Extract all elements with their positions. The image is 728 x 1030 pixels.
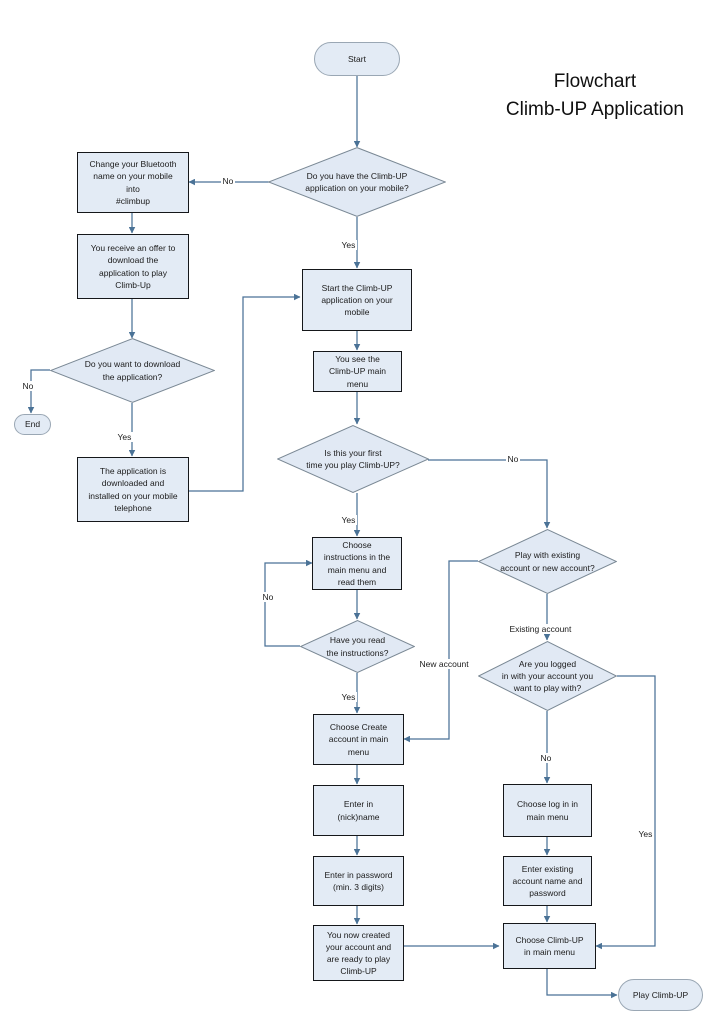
node-change-bluetooth[interactable]: Change your Bluetooth name on your mobil… — [77, 152, 189, 213]
node-choose-login-label: Choose log in in main menu — [517, 799, 578, 822]
node-play-climbup-label: Play Climb-UP — [632, 989, 689, 1000]
edge-label-first-time-yes: Yes — [340, 515, 357, 525]
node-enter-existing[interactable]: Enter existing account name and password — [503, 856, 592, 906]
diamond-outline — [277, 425, 429, 493]
edge-label-first-time-no: No — [506, 454, 520, 464]
node-account-created-label: You now created your account and are rea… — [325, 929, 392, 977]
edge-label-have-app-yes: Yes — [340, 240, 357, 250]
node-enter-password-label: Enter in password (min. 3 digits) — [324, 869, 393, 892]
edge-label-are-logged-yes: Yes — [637, 829, 654, 839]
node-read-instructions[interactable]: Have you read the instructions? — [300, 620, 415, 673]
edge-label-play-existing-existing: Existing account — [508, 624, 573, 634]
node-play-existing-label: Play with existing account or new accoun… — [500, 550, 595, 573]
node-first-time[interactable]: Is this your first time you play Climb-U… — [277, 425, 429, 493]
diamond-outline — [300, 620, 415, 673]
diamond-outline — [478, 529, 617, 594]
node-choose-instructions[interactable]: Choose instructions in the main menu and… — [312, 537, 402, 590]
node-start-app-label: Start the Climb-UP application on your m… — [321, 282, 393, 318]
node-main-menu-label: You see the Climb-UP main menu — [329, 354, 386, 389]
node-have-app[interactable]: Do you have the Climb-UP application on … — [268, 147, 446, 217]
node-receive-offer-label: You receive an offer to download the app… — [90, 243, 176, 290]
diamond-outline — [268, 147, 446, 217]
edge-label-read-instructions-yes: Yes — [340, 692, 357, 702]
node-want-download-label: Do you want to download the application? — [84, 359, 181, 382]
node-choose-climbup-label: Choose Climb-UP in main menu — [515, 934, 584, 957]
edge-label-read-instructions-no: No — [261, 592, 275, 602]
node-play-climbup[interactable]: Play Climb-UP — [618, 979, 703, 1011]
node-choose-login[interactable]: Choose log in in main menu — [503, 784, 592, 837]
edge-play-existing-new-to-choose-create — [403, 560, 478, 743]
edge-choose-climbup-to-play-climbup — [546, 969, 618, 999]
node-have-app-label: Do you have the Climb-UP application on … — [305, 170, 409, 193]
node-enter-nickname-label: Enter in (nick)name — [337, 799, 380, 822]
edge-are-logged-yes-to-choose-climbup — [595, 675, 656, 950]
node-end[interactable]: End — [14, 414, 51, 435]
node-change-bluetooth-label: Change your Bluetooth name on your mobil… — [89, 159, 177, 206]
node-main-menu[interactable]: You see the Climb-UP main menu — [313, 351, 402, 392]
node-are-logged-label: Are you logged in with your account you … — [501, 658, 594, 694]
diamond-outline — [50, 338, 215, 403]
edge-label-want-download-no: No — [21, 381, 35, 391]
page-title: Flowchart Climb-UP Application — [505, 71, 684, 120]
node-play-existing[interactable]: Play with existing account or new accoun… — [478, 529, 617, 594]
node-receive-offer[interactable]: You receive an offer to download the app… — [77, 234, 189, 299]
node-choose-instructions-label: Choose instructions in the main menu and… — [323, 540, 391, 587]
node-app-downloaded[interactable]: The application is downloaded and instal… — [77, 457, 189, 522]
edge-label-have-app-no: No — [221, 176, 235, 186]
edge-label-play-existing-new: New account — [418, 659, 471, 669]
node-want-download[interactable]: Do you want to download the application? — [50, 338, 215, 403]
node-choose-climbup[interactable]: Choose Climb-UP in main menu — [503, 923, 596, 969]
edge-want-download-no-to-end — [27, 369, 50, 414]
edge-label-are-logged-no: No — [539, 753, 553, 763]
node-choose-create[interactable]: Choose Create account in main menu — [313, 714, 404, 765]
node-choose-create-label: Choose Create account in main menu — [328, 722, 389, 757]
node-account-created[interactable]: You now created your account and are rea… — [313, 925, 404, 981]
node-enter-nickname[interactable]: Enter in (nick)name — [313, 785, 404, 836]
node-start[interactable]: Start — [314, 42, 400, 76]
node-first-time-label: Is this your first time you play Climb-U… — [306, 447, 400, 470]
diamond-outline — [478, 641, 617, 711]
node-are-logged[interactable]: Are you logged in with your account you … — [478, 641, 617, 711]
node-enter-existing-label: Enter existing account name and password — [512, 863, 583, 899]
node-enter-password[interactable]: Enter in password (min. 3 digits) — [313, 856, 404, 906]
node-end-label: End — [24, 419, 41, 430]
node-start-label: Start — [348, 53, 366, 64]
node-start-app[interactable]: Start the Climb-UP application on your m… — [302, 269, 412, 331]
edge-first-time-no-to-play-existing — [428, 459, 551, 529]
node-app-downloaded-label: The application is downloaded and instal… — [88, 466, 178, 513]
node-read-instructions-label: Have you read the instructions? — [326, 635, 389, 658]
edge-label-want-download-yes: Yes — [116, 432, 133, 442]
